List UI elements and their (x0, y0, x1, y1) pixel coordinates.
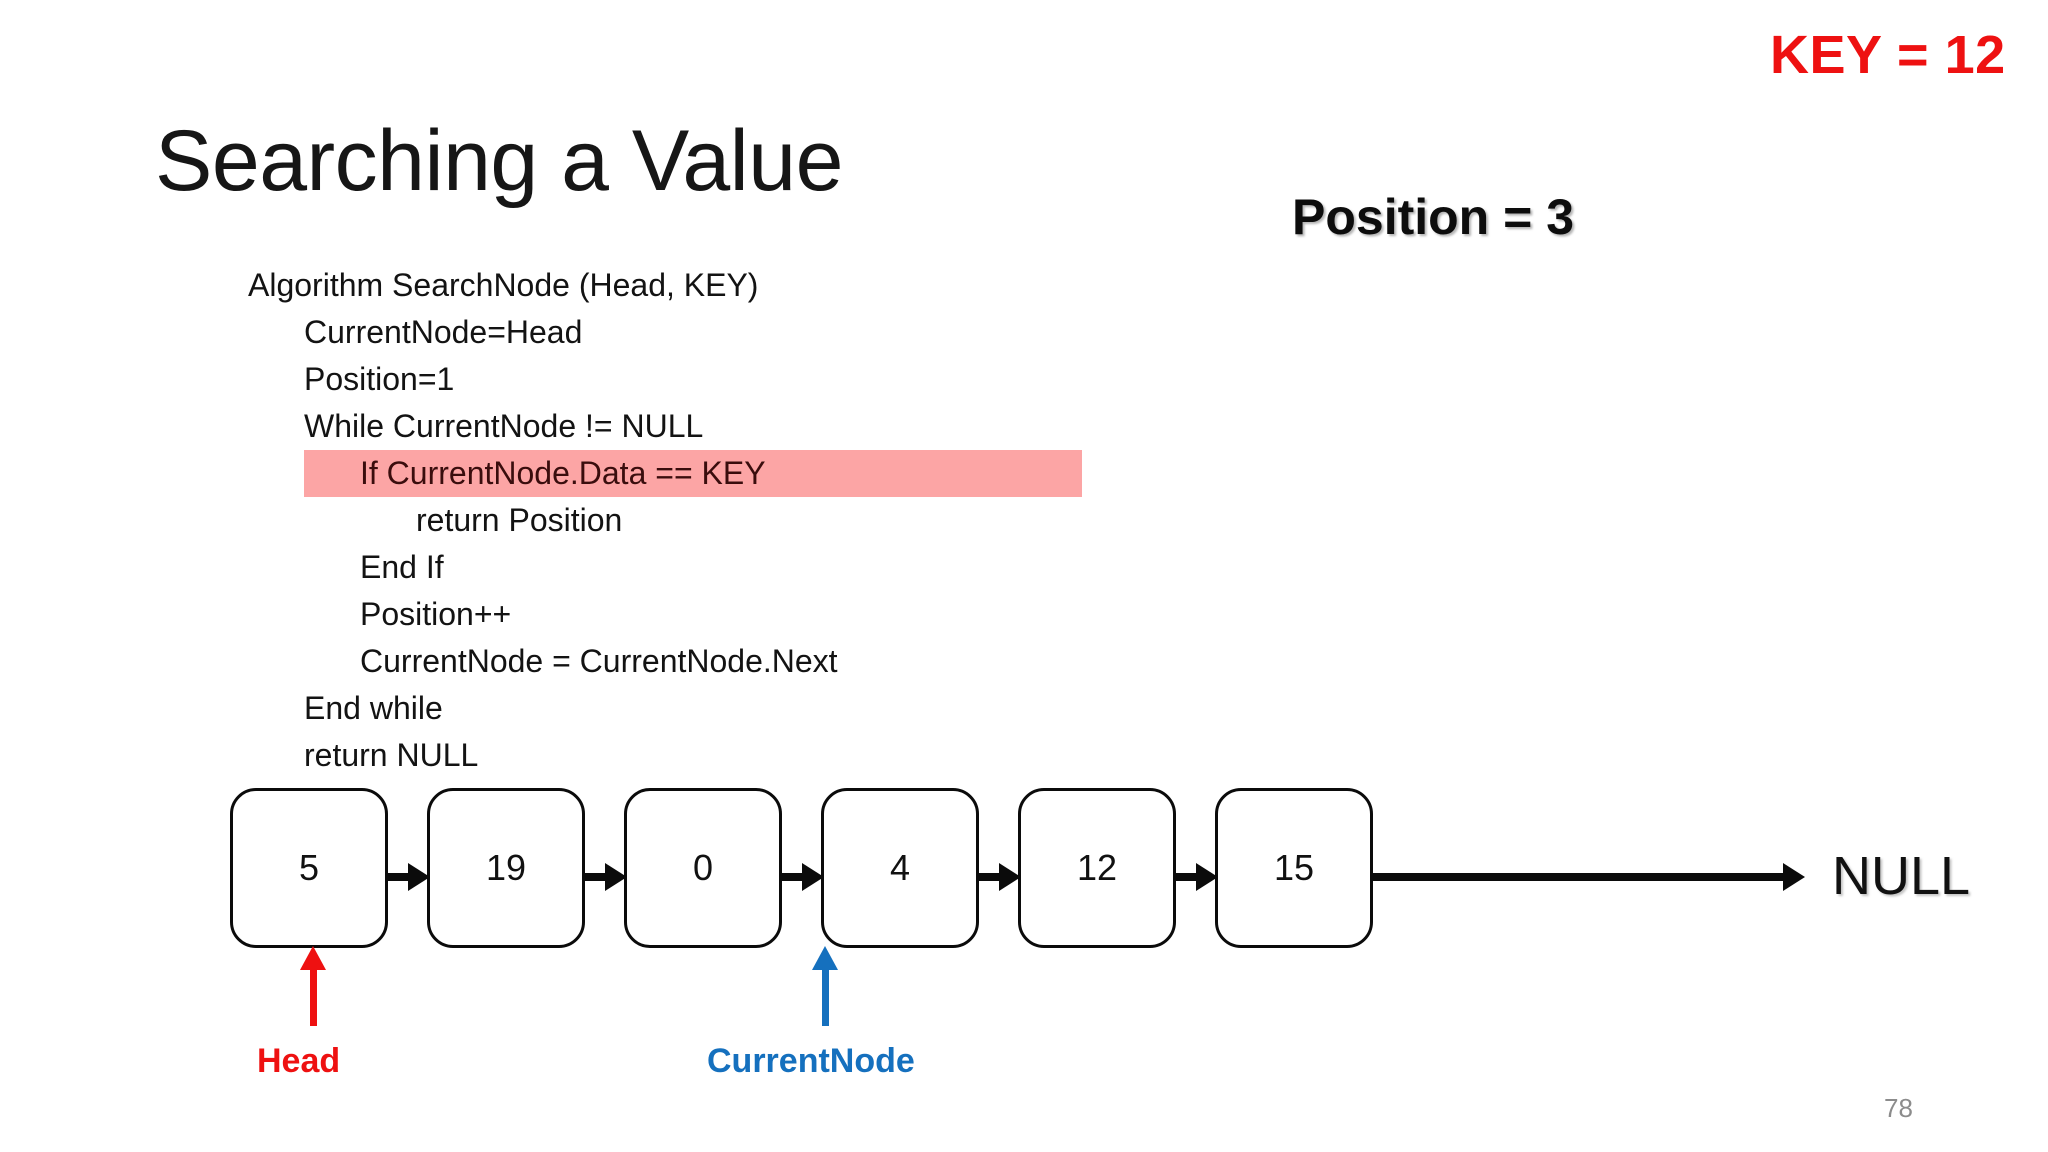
code-line: Algorithm SearchNode (Head, KEY) (248, 267, 759, 303)
next-pointer-arrow (979, 863, 1021, 891)
next-pointer-arrow (585, 863, 627, 891)
list-node-value: 15 (1273, 847, 1315, 888)
list-node-value: 0 (692, 847, 714, 888)
code-line-highlighted: If CurrentNode.Data == KEY (304, 450, 1082, 497)
list-node-value: 19 (485, 847, 527, 888)
next-pointer-arrow (782, 863, 824, 891)
code-line: Position++ (360, 596, 512, 632)
pointer-label-currentnode: CurrentNode (707, 1042, 915, 1080)
list-node: 19 (427, 788, 585, 948)
page-title: Searching a Value (155, 113, 843, 209)
code-line: return Position (416, 502, 623, 538)
key-value-label: KEY = 12 (1770, 25, 2006, 85)
code-line: Position=1 (304, 361, 455, 397)
pointer-arrow-currentnode (812, 946, 838, 1026)
pointer-label-head: Head (257, 1042, 341, 1080)
code-line: CurrentNode=Head (304, 314, 583, 350)
code-line: While CurrentNode != NULL (304, 408, 704, 444)
next-pointer-arrow (388, 863, 430, 891)
list-node-value: 12 (1076, 847, 1118, 888)
next-pointer-arrow (1373, 863, 1805, 891)
code-line: End If (360, 549, 444, 585)
list-node: 5 (230, 788, 388, 948)
list-node-value: 4 (889, 847, 911, 888)
pointer-arrow-head (300, 946, 326, 1026)
page-number: 78 (1884, 1093, 1913, 1123)
code-line: End while (304, 690, 443, 726)
position-value-label: Position = 3 (1292, 189, 1575, 245)
list-node: 12 (1018, 788, 1176, 948)
list-node: 0 (624, 788, 782, 948)
null-terminator-label: NULL (1832, 846, 1971, 906)
next-pointer-arrow (1176, 863, 1218, 891)
list-node: 15 (1215, 788, 1373, 948)
code-line: CurrentNode = CurrentNode.Next (360, 643, 838, 679)
list-node-value: 5 (298, 847, 320, 888)
algorithm-pseudocode-block: Algorithm SearchNode (Head, KEY) CurrentN… (248, 262, 1448, 779)
list-node: 4 (821, 788, 979, 948)
code-line: return NULL (304, 737, 479, 773)
